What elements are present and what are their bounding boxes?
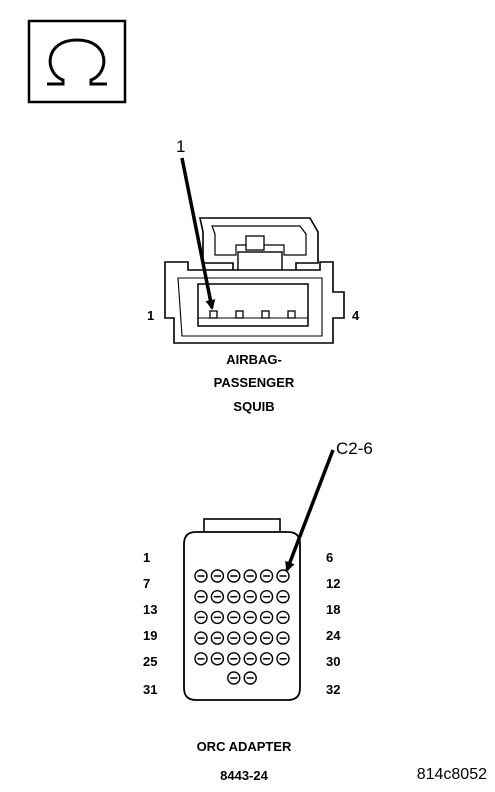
orc-row-label-left-1: 1 [143,550,150,565]
orc-pin-cavity [194,569,208,583]
orc-pin-cavity [210,631,225,645]
orc-pin-cavity [227,610,241,625]
orc-pin-cavity [276,610,290,625]
orc-pin-cavity [276,590,290,604]
squib-name-line-1: AIRBAG- [226,352,282,367]
orc-pin-grid [194,569,290,685]
squib-pin-label-right: 4 [352,308,360,323]
orc-adapter-connector: C2-6 1 7 13 19 25 31 6 12 18 24 30 32 OR… [143,439,373,783]
orc-row-label-left-2: 7 [143,576,150,591]
orc-pin-cavity [259,631,274,645]
orc-callout-label: C2-6 [336,439,373,458]
orc-pin-cavity [194,631,208,645]
orc-pin-cavity [227,671,241,685]
airbag-squib-connector: 1 1 4 AIRBAG- PASSENGER SQUIB [147,137,360,414]
orc-callout-arrow [285,449,335,572]
ohmmeter-symbol [27,19,127,104]
orc-pin-cavity [259,652,274,666]
orc-pin-cavity [227,590,241,604]
squib-latch-inner [211,225,307,256]
orc-pin-cavity [276,569,290,583]
squib-name-line-3: SQUIB [233,399,274,414]
orc-pin-cavity [243,569,257,583]
orc-pin-cavity [194,610,208,625]
orc-pin-cavity [243,590,257,604]
squib-pin-1 [209,310,218,319]
orc-pin-cavity [194,652,208,666]
orc-row-label-left-5: 25 [143,654,157,669]
orc-adapter-name: ORC ADAPTER [197,739,292,754]
figure-id: 814c8052 [417,766,487,783]
squib-pin-3 [261,310,270,319]
orc-pin-cavity [210,590,225,604]
squib-pin-4 [287,310,296,319]
squib-body-inner [177,277,323,337]
orc-pin-cavity [227,652,241,666]
orc-pin-cavity [210,652,225,666]
orc-adapter-part-number: 8443-24 [220,768,268,783]
ohm-icon [47,38,107,86]
orc-pin-cavity [210,569,225,583]
squib-pin-window [197,283,309,327]
orc-pin-cavity [243,671,257,685]
orc-row-label-left-3: 13 [143,602,157,617]
orc-row-label-left-4: 19 [143,628,157,643]
orc-row-label-right-1: 6 [326,550,333,565]
orc-pin-cavity [259,590,274,604]
squib-latch-tab [245,235,265,251]
orc-row-label-right-3: 18 [326,602,340,617]
squib-pin-label-left: 1 [147,308,154,323]
orc-pin-cavity [276,631,290,645]
orc-pin-cavity [259,610,274,625]
orc-row-label-right-6: 32 [326,682,340,697]
squib-callout-arrow [180,157,216,310]
squib-name-line-2: PASSENGER [214,375,295,390]
orc-row-label-right-4: 24 [326,628,341,643]
orc-row-label-right-2: 12 [326,576,340,591]
ohmmeter-symbol-frame [27,19,127,104]
orc-pin-cavity [243,610,257,625]
orc-pin-cavity [210,610,225,625]
orc-row-label-left-6: 31 [143,682,157,697]
orc-row-label-right-5: 30 [326,654,340,669]
orc-pin-cavity [227,631,241,645]
squib-callout-label: 1 [176,137,185,156]
orc-pin-cavity [243,631,257,645]
orc-pin-cavity [243,652,257,666]
squib-pin-2 [235,310,244,319]
orc-pin-cavity [194,590,208,604]
orc-pin-cavity [276,652,290,666]
orc-pin-cavity [227,569,241,583]
orc-pin-cavity [259,569,274,583]
